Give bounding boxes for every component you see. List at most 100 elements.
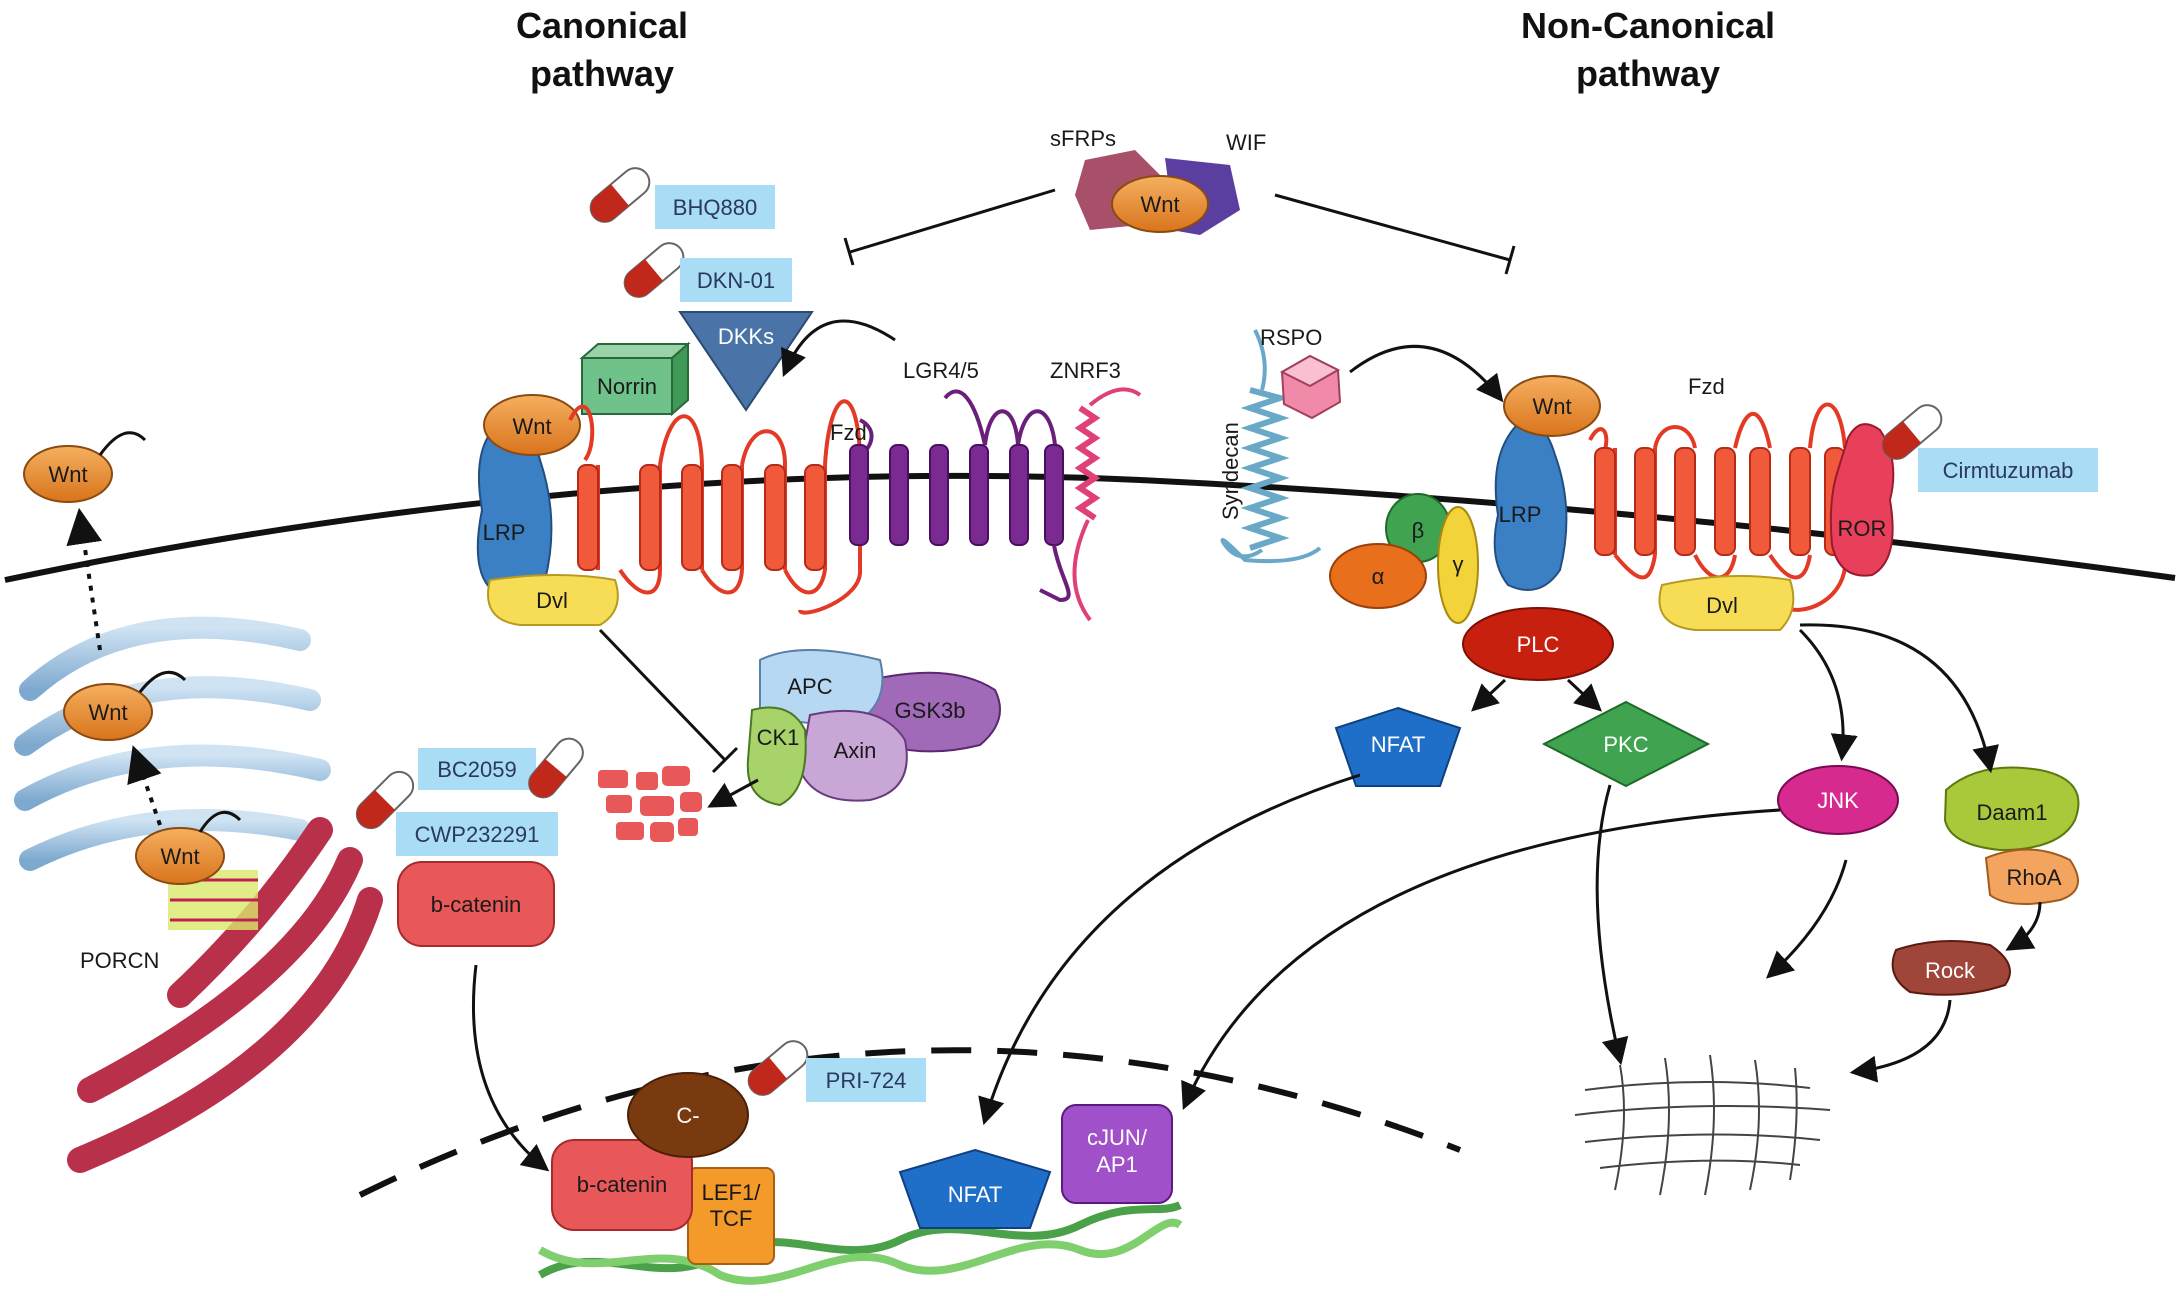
cjun-label-line1: cJUN/ xyxy=(1087,1125,1148,1150)
jnk: JNK xyxy=(1777,765,1899,835)
ror: ROR xyxy=(1829,423,1895,577)
wnt-golgi-label: Wnt xyxy=(88,700,127,725)
dkks: DKKs xyxy=(678,311,814,412)
nfat-to-nucleus-arrow xyxy=(978,773,1361,1126)
rock-label: Rock xyxy=(1925,958,1976,983)
canonical-lrp-label: LRP xyxy=(483,520,526,545)
rhoa: RhoA xyxy=(1984,848,2079,905)
g-beta-label: β xyxy=(1412,518,1425,543)
rock-to-cytoskeleton-arrow xyxy=(1849,999,1952,1083)
sfrps-wnt-label: Wnt xyxy=(1140,192,1179,217)
wif-label: WIF xyxy=(1226,130,1266,155)
er-to-golgi-arrow xyxy=(127,745,162,826)
wnt-er-label: Wnt xyxy=(160,844,199,869)
porcn-label: PORCN xyxy=(80,948,159,973)
pkc: PKC xyxy=(1541,700,1711,788)
cytoskeleton-mesh xyxy=(1574,1054,1831,1196)
drug-bhq880-label: BHQ880 xyxy=(673,195,757,220)
apc-label: APC xyxy=(787,674,832,699)
nuc-bcatenin-label: b-catenin xyxy=(577,1172,668,1197)
canonical-fzd-label: Fzd xyxy=(830,420,867,445)
gsk3b-label: GSK3b xyxy=(895,698,966,723)
canonical-wnt-receptor-label: Wnt xyxy=(512,414,551,439)
canonical-lrp: LRP xyxy=(476,418,553,597)
syndecan: Syndecan xyxy=(1218,329,1322,564)
drug-cirmtuzumab-label: Cirmtuzumab xyxy=(1943,458,2074,483)
noncanonical-fzd: Fzd xyxy=(1588,374,1848,612)
drug-bc2059: BC2059 xyxy=(418,737,584,799)
noncanonical-wnt-label: Wnt xyxy=(1532,394,1571,419)
drug-dkn01: DKN-01 xyxy=(623,242,792,302)
lgr-to-dkks-arrow xyxy=(781,319,896,377)
drug-bc2059-label: BC2059 xyxy=(437,757,517,782)
plc: PLC xyxy=(1462,607,1614,681)
ck1-label: CK1 xyxy=(757,725,800,750)
g-gamma-label: γ xyxy=(1453,552,1464,577)
nuclear-membrane xyxy=(358,1047,1462,1198)
canonical-wnt-receptor: Wnt xyxy=(483,394,581,456)
bcatenin-to-nucleus-arrow xyxy=(472,964,550,1172)
lef-tcf-label-line2: TCF xyxy=(710,1206,753,1231)
canonical-title: Canonical pathway xyxy=(516,5,688,94)
lgr45-label: LGR4/5 xyxy=(903,358,979,383)
noncanonical-title-line2: pathway xyxy=(1576,53,1720,94)
daam1: Daam1 xyxy=(1943,766,2080,852)
nuclear-canonical-complex: LEF1/ TCF b-catenin C- xyxy=(551,1072,775,1265)
rhoa-label: RhoA xyxy=(2006,865,2061,890)
noncanonical-dvl: Dvl xyxy=(1658,575,1795,631)
cjun-label-line2: AP1 xyxy=(1096,1152,1138,1177)
drug-pri724: PRI-724 xyxy=(747,1040,926,1102)
wnt-golgi: Wnt xyxy=(63,670,187,741)
rock: Rock xyxy=(1891,940,2011,996)
drug-cirmtuzumab: Cirmtuzumab xyxy=(1881,404,2098,492)
plc-label: PLC xyxy=(1517,632,1560,657)
jnk-to-cytoskeleton-arrow xyxy=(1766,859,1848,979)
inhibit-noncanonical-line xyxy=(1274,193,1511,262)
dvl-to-jnk-arrow xyxy=(1798,628,1858,762)
nuc-c-label: C- xyxy=(676,1103,699,1128)
noncanonical-title: Non-Canonical pathway xyxy=(1521,5,1775,94)
cjun-ap1: cJUN/ AP1 xyxy=(1061,1104,1173,1204)
golgi-apparatus xyxy=(14,616,331,871)
jnk-to-cjun-arrow xyxy=(1181,808,1781,1110)
rspo-to-lrp-arrow xyxy=(1349,344,1504,403)
norrin: Norrin xyxy=(579,341,691,417)
drug-cwp232291-label: CWP232291 xyxy=(415,822,540,847)
daam1-label: Daam1 xyxy=(1977,800,2048,825)
sfrps-wif-complex: sFRPs WIF Wnt xyxy=(1050,126,1266,235)
complex-to-degradation-arrow xyxy=(707,778,759,808)
sfrps-label: sFRPs xyxy=(1050,126,1116,151)
pkc-to-cytoskeleton-arrow xyxy=(1595,784,1629,1066)
wnt-er: Wnt xyxy=(135,810,242,885)
plc-to-pkc-arrow xyxy=(1566,678,1602,712)
znrf3: ZNRF3 xyxy=(1050,358,1142,622)
drug-dkn01-label: DKN-01 xyxy=(697,268,775,293)
drug-pri724-label: PRI-724 xyxy=(826,1068,907,1093)
rhoa-to-rock-arrow xyxy=(2005,901,2042,951)
porcn-enzyme: PORCN xyxy=(80,870,258,973)
lgr45: LGR4/5 xyxy=(849,358,1071,603)
rspo: RSPO xyxy=(1260,325,1342,420)
bcatenin-cytoplasm: b-catenin xyxy=(397,861,555,947)
nfat-cytoplasm-label: NFAT xyxy=(1371,732,1426,757)
nfat-nucleus-label: NFAT xyxy=(948,1182,1003,1207)
degraded-bcatenin xyxy=(598,766,702,842)
ror-label: ROR xyxy=(1838,516,1887,541)
noncanonical-wnt: Wnt xyxy=(1503,375,1601,437)
destruction-complex: GSK3b APC Axin CK1 xyxy=(746,649,1001,807)
rspo-label: RSPO xyxy=(1260,325,1322,350)
bcatenin-cytoplasm-label: b-catenin xyxy=(431,892,522,917)
dvl-to-daam1-arrow xyxy=(1799,623,1999,774)
dna-strand xyxy=(537,1201,1183,1285)
jnk-label: JNK xyxy=(1817,788,1859,813)
noncanonical-dvl-label: Dvl xyxy=(1706,593,1738,618)
dvl-inhibit-line xyxy=(598,628,727,762)
secretion-arrow xyxy=(66,507,103,651)
canonical-fzd: Fzd xyxy=(568,399,867,615)
znrf3-label: ZNRF3 xyxy=(1050,358,1121,383)
g-alpha-label: α xyxy=(1372,564,1385,589)
canonical-dvl-label: Dvl xyxy=(536,588,568,613)
noncanonical-fzd-label: Fzd xyxy=(1688,374,1725,399)
inhibit-canonical-bar xyxy=(843,237,855,266)
